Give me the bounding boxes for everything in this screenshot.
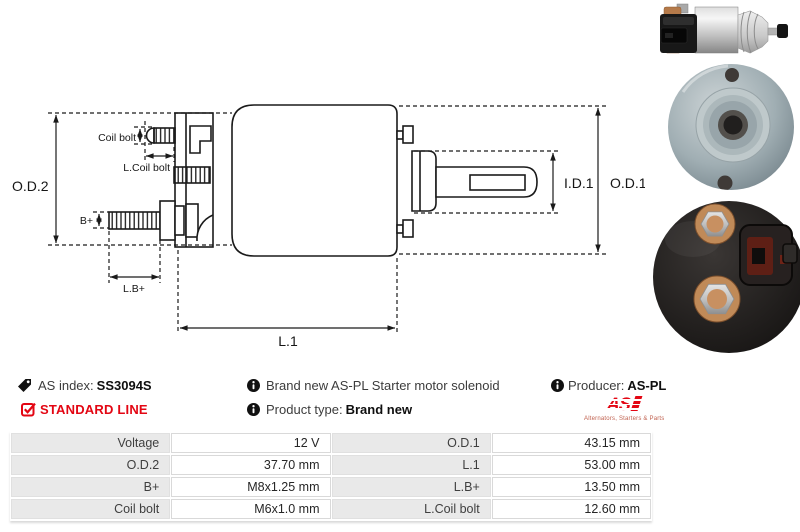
dim-label-l-b-plus: L.B+ xyxy=(123,283,145,295)
checkbox-checked-icon xyxy=(21,402,36,417)
spec-label: O.D.1 xyxy=(331,433,491,453)
photo-front-view xyxy=(668,64,794,190)
spec-label: B+ xyxy=(11,477,171,497)
dimension-extension-lines xyxy=(48,105,606,334)
info-icon xyxy=(247,403,260,416)
spec-value: 43.15 mm xyxy=(491,433,651,453)
dim-label-b-plus: B+ xyxy=(80,215,93,227)
dimension-arrows xyxy=(53,107,601,331)
table-row: Voltage 12 V O.D.1 43.15 mm xyxy=(11,433,651,453)
spec-label: Coil bolt xyxy=(11,499,171,519)
dim-label-l-coil-bolt: L.Coil bolt xyxy=(123,162,170,174)
info-icon xyxy=(247,379,260,392)
technical-drawing: O.D.2 Coil bolt L.Coil bolt B+ L.B+ L.1 … xyxy=(12,104,645,349)
as-logo-mark: AS xyxy=(599,394,643,414)
table-row: O.D.2 37.70 mm L.1 53.00 mm xyxy=(11,455,651,475)
table-row: B+ M8x1.25 mm L.B+ 13.50 mm xyxy=(11,477,651,497)
product-type: Product type:Brand new xyxy=(266,402,412,417)
as-logo-tagline: Alternators, Starters & Parts xyxy=(584,416,665,422)
as-index-value: SS3094S xyxy=(96,378,152,393)
spec-value: 37.70 mm xyxy=(171,455,331,475)
solenoid-outline xyxy=(108,104,538,257)
spec-label: L.1 xyxy=(331,455,491,475)
table-row: Coil bolt M6x1.0 mm L.Coil bolt 12.60 mm xyxy=(11,499,651,519)
dim-label-od2: O.D.2 xyxy=(12,178,49,194)
product-description: Brand new AS-PL Starter motor solenoid xyxy=(266,378,500,393)
spec-value: M6x1.0 mm xyxy=(171,499,331,519)
photo-side-view xyxy=(660,3,788,54)
spec-value: 12.60 mm xyxy=(491,499,651,519)
spec-value: 53.00 mm xyxy=(491,455,651,475)
spec-label: Voltage xyxy=(11,433,171,453)
spec-value: M8x1.25 mm xyxy=(171,477,331,497)
photo-back-view xyxy=(653,201,800,353)
dim-label-l1: L.1 xyxy=(278,333,298,349)
dim-label-id1: I.D.1 xyxy=(564,175,594,191)
as-index: AS index:SS3094S xyxy=(38,378,152,393)
tag-icon xyxy=(18,379,31,392)
producer-value: AS-PL xyxy=(627,378,667,393)
producer: Producer:AS-PL xyxy=(568,378,666,393)
spec-value: 13.50 mm xyxy=(491,477,651,497)
standard-line-badge: STANDARD LINE xyxy=(40,402,148,417)
spec-value: 12 V xyxy=(171,433,331,453)
product-type-label: Product type: xyxy=(266,402,343,417)
spec-table: Voltage 12 V O.D.1 43.15 mm O.D.2 37.70 … xyxy=(10,431,652,521)
dim-label-od1: O.D.1 xyxy=(610,175,645,191)
spec-label: L.B+ xyxy=(331,477,491,497)
spec-label: L.Coil bolt xyxy=(331,499,491,519)
producer-label: Producer: xyxy=(568,378,625,393)
dim-label-coil-bolt: Coil bolt xyxy=(98,132,136,144)
spec-label: O.D.2 xyxy=(11,455,171,475)
info-icon xyxy=(551,379,564,392)
as-pl-logo: AS Alternators, Starters & Parts xyxy=(584,394,665,422)
product-type-value: Brand new xyxy=(345,402,413,417)
as-index-label: AS index: xyxy=(38,378,94,393)
